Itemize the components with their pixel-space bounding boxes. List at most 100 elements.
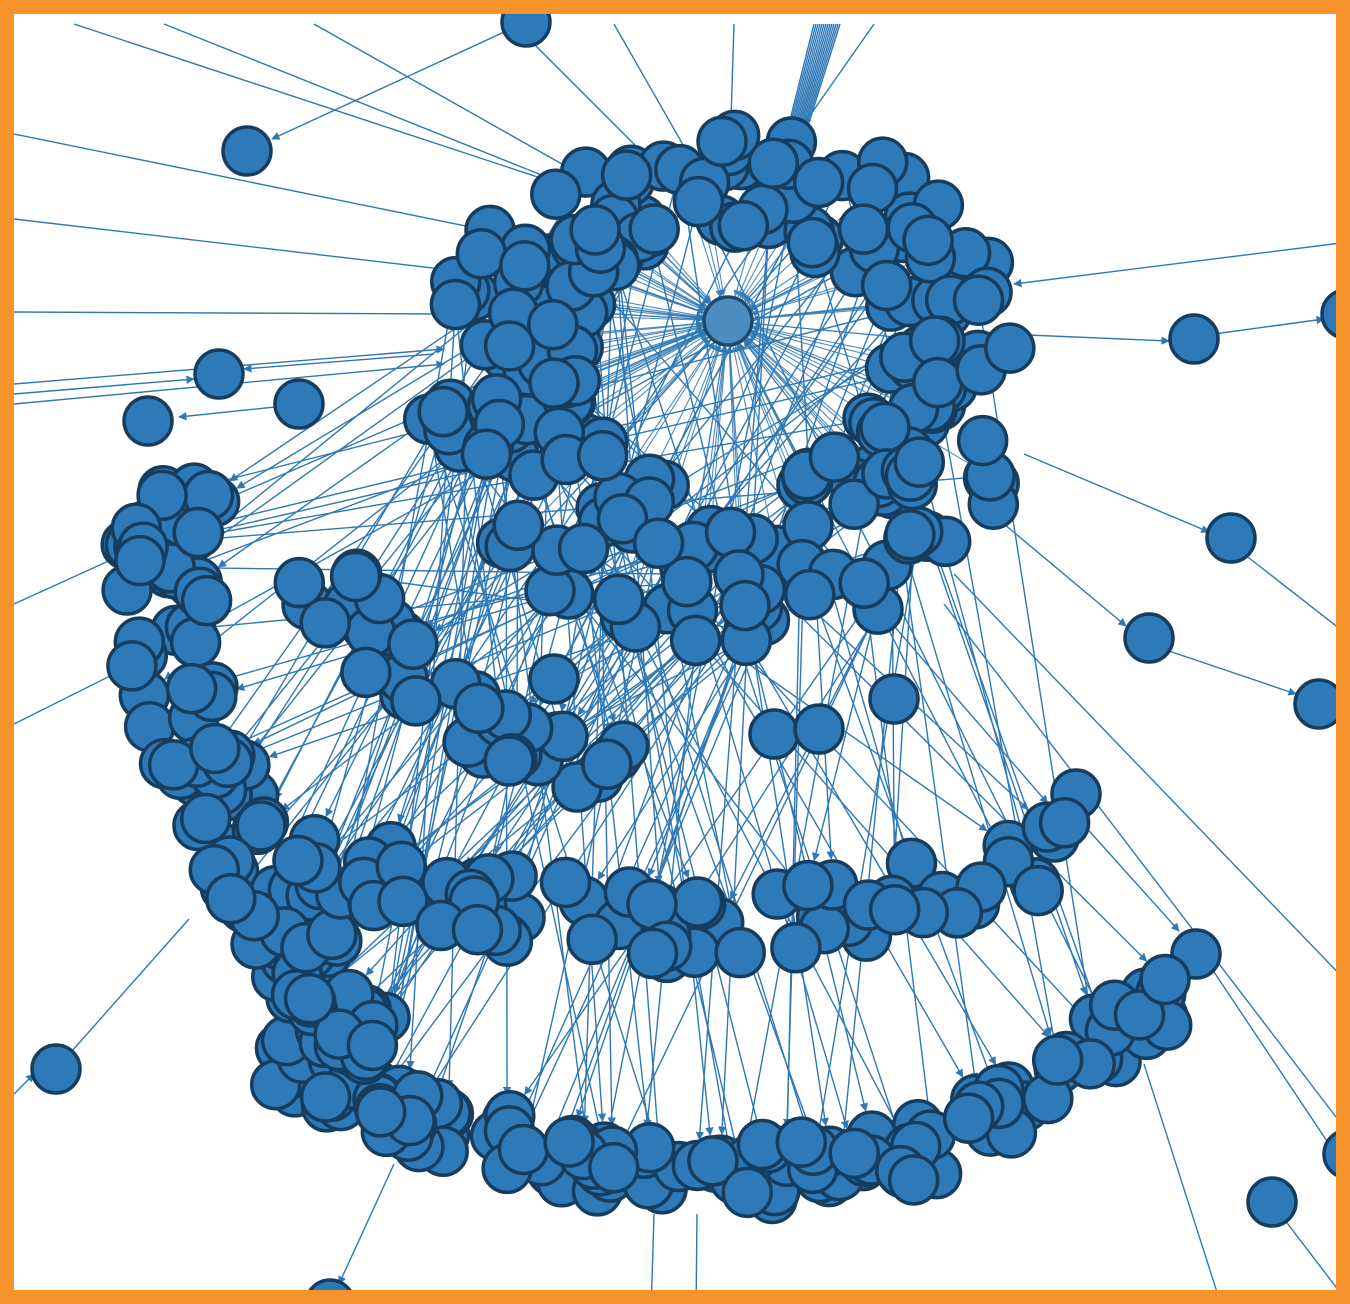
graph-node[interactable]	[1113, 989, 1166, 1041]
graph-node[interactable]	[828, 478, 880, 531]
graph-node[interactable]	[786, 216, 839, 269]
graph-node[interactable]	[704, 506, 757, 559]
graph-node[interactable]	[902, 214, 954, 267]
graph-node[interactable]	[868, 673, 920, 725]
graph-node[interactable]	[793, 703, 845, 755]
graph-node[interactable]	[868, 883, 921, 936]
graph-node[interactable]	[1012, 864, 1064, 917]
graph-node[interactable]	[837, 203, 890, 255]
graph-node[interactable]	[596, 493, 649, 545]
graph-node[interactable]	[792, 156, 845, 209]
graph-node[interactable]	[671, 876, 724, 928]
graph-node[interactable]	[329, 550, 382, 603]
graph-node[interactable]	[283, 973, 336, 1025]
graph-node[interactable]	[429, 278, 482, 331]
graph-node[interactable]	[748, 708, 800, 760]
graph-node[interactable]	[193, 348, 245, 400]
graph-node[interactable]	[390, 675, 442, 727]
graph-node[interactable]	[600, 149, 653, 201]
graph-node[interactable]	[299, 597, 351, 649]
hub-node[interactable]	[702, 295, 754, 347]
graph-node[interactable]	[272, 834, 324, 887]
graph-node[interactable]	[114, 534, 166, 587]
network-graph[interactable]	[14, 14, 1350, 1304]
graph-node[interactable]	[483, 320, 536, 372]
graph-node[interactable]	[1168, 313, 1220, 365]
graph-node[interactable]	[952, 274, 1005, 326]
graph-node[interactable]	[784, 568, 836, 621]
graph-node[interactable]	[626, 927, 679, 980]
graph-node[interactable]	[669, 614, 722, 667]
graph-node[interactable]	[527, 298, 579, 351]
graph-node[interactable]	[346, 1019, 399, 1072]
graph-node[interactable]	[838, 557, 890, 609]
graph-node[interactable]	[387, 618, 439, 670]
graph-node[interactable]	[172, 506, 225, 559]
graph-node[interactable]	[299, 1071, 352, 1123]
graph-node[interactable]	[543, 1116, 595, 1168]
graph-node[interactable]	[632, 517, 685, 570]
graph-node[interactable]	[539, 856, 592, 909]
graph-node[interactable]	[30, 1043, 82, 1095]
graph-node[interactable]	[1205, 512, 1257, 564]
graph-node[interactable]	[273, 378, 325, 430]
graph-node[interactable]	[714, 926, 766, 979]
graph-node[interactable]	[498, 240, 551, 292]
graph-node[interactable]	[696, 115, 748, 168]
graph-node[interactable]	[492, 499, 544, 551]
graph-node[interactable]	[775, 1116, 828, 1168]
graph-node[interactable]	[528, 357, 580, 409]
graph-node[interactable]	[782, 859, 834, 912]
graph-node[interactable]	[460, 428, 513, 480]
graph-node[interactable]	[747, 137, 800, 190]
graph-node[interactable]	[165, 662, 218, 715]
graph-node[interactable]	[1031, 1034, 1084, 1086]
graph-node[interactable]	[306, 1278, 354, 1304]
graph-node[interactable]	[455, 228, 508, 280]
graph-node[interactable]	[628, 203, 680, 255]
graph-node[interactable]	[205, 872, 257, 925]
graph-node[interactable]	[687, 1135, 739, 1187]
graph-node[interactable]	[717, 200, 770, 252]
graph-node[interactable]	[500, 14, 552, 48]
graph-node[interactable]	[956, 414, 1009, 467]
graph-node[interactable]	[721, 1166, 773, 1219]
graph-node[interactable]	[661, 555, 713, 608]
graph-node[interactable]	[1293, 678, 1343, 730]
graph-node[interactable]	[453, 682, 505, 735]
graph-node[interactable]	[887, 1154, 940, 1206]
graph-node[interactable]	[592, 573, 645, 626]
graph-node[interactable]	[528, 653, 580, 705]
graph-node[interactable]	[530, 168, 582, 220]
graph-node[interactable]	[221, 125, 273, 177]
graph-node[interactable]	[884, 509, 936, 561]
graph-node[interactable]	[189, 722, 241, 775]
graph-node[interactable]	[180, 574, 233, 627]
graph-node[interactable]	[942, 1092, 995, 1144]
graph-node[interactable]	[1322, 1130, 1350, 1178]
graph-node[interactable]	[719, 579, 771, 632]
graph-node[interactable]	[179, 792, 232, 845]
graph-node[interactable]	[984, 322, 1036, 374]
graph-node[interactable]	[912, 356, 964, 409]
graph-node[interactable]	[377, 875, 429, 928]
graph-node[interactable]	[1320, 290, 1350, 338]
graph-node[interactable]	[106, 640, 158, 692]
graph-node[interactable]	[273, 556, 326, 609]
graph-node[interactable]	[569, 204, 621, 256]
graph-node[interactable]	[235, 800, 287, 852]
graph-node[interactable]	[1246, 1176, 1298, 1228]
graph-node[interactable]	[451, 903, 504, 956]
graph-node[interactable]	[354, 1086, 407, 1138]
graph-node[interactable]	[340, 646, 392, 699]
graph-node[interactable]	[581, 738, 633, 791]
graph-node[interactable]	[808, 431, 861, 483]
graph-node[interactable]	[566, 913, 618, 966]
graph-node[interactable]	[672, 175, 725, 228]
graph-node[interactable]	[122, 395, 174, 447]
graph-node[interactable]	[557, 522, 610, 575]
graph-node[interactable]	[497, 1123, 550, 1176]
graph-node[interactable]	[860, 259, 913, 312]
graph-node[interactable]	[417, 385, 469, 438]
graph-node[interactable]	[1139, 953, 1191, 1006]
